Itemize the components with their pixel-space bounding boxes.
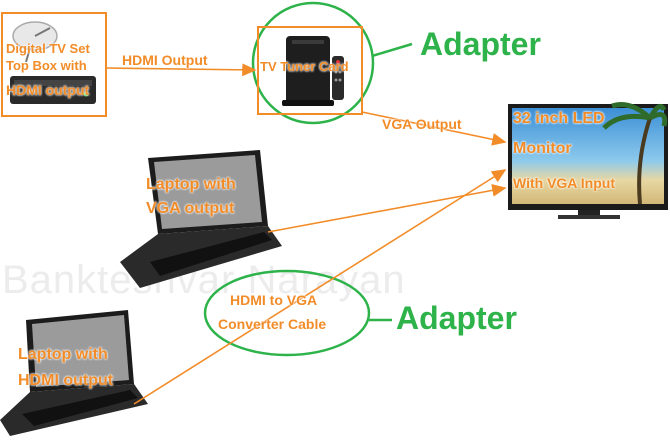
monitor-stand-icon (558, 210, 620, 219)
laptop-vga-node (120, 150, 282, 288)
monitor-label-3: With VGA Input (513, 175, 615, 191)
tv-tuner-device-icon (282, 36, 334, 106)
vga-output-arrow (361, 111, 507, 146)
laptop-hdmi-label-2: HDMI output (18, 372, 114, 389)
adapter-top-connector (371, 42, 413, 58)
palm-tree-icon (602, 102, 668, 205)
set-top-box-node (1, 12, 107, 117)
laptop-hdmi-label-1: Laptop with (18, 346, 108, 363)
set-top-box-label-1: Digital TV Set (6, 41, 90, 56)
tv-tuner-label: TV Tuner Card (260, 59, 349, 74)
monitor-node (508, 102, 668, 219)
adapter-label-top: Adapter (420, 26, 541, 62)
set-top-box-icon (10, 76, 96, 104)
converter-label-2: Converter Cable (218, 316, 327, 332)
tv-tuner-frame (257, 26, 363, 115)
remote-control-icon (332, 56, 344, 100)
set-top-box-frame (1, 12, 107, 117)
tv-tuner-adapter-circle (251, 1, 375, 125)
monitor-label-2: Monitor (513, 140, 572, 157)
monitor-label-1: 32 inch LED (513, 110, 605, 127)
laptop-hdmi-arrow (133, 169, 507, 405)
laptop-vga-label-2: VGA output (146, 200, 235, 217)
satellite-dish-icon (12, 21, 58, 63)
converter-label-1: HDMI to VGA (230, 292, 318, 308)
laptop-vga-label-1: Laptop with (146, 176, 236, 193)
hdmi-output-arrow (105, 63, 257, 77)
hdmi-output-label: HDMI Output (122, 52, 208, 68)
set-top-box-label-3: HDMI output (6, 82, 90, 98)
adapter-label-bottom: Adapter (396, 300, 517, 336)
laptop-vga-arrow (267, 184, 507, 233)
vga-output-label: VGA Output (382, 116, 462, 132)
converter-adapter-ellipse (203, 269, 371, 357)
tv-tuner-node (251, 1, 375, 125)
set-top-box-label-2: Top Box with (6, 58, 87, 73)
laptop-hdmi-node (0, 310, 148, 436)
